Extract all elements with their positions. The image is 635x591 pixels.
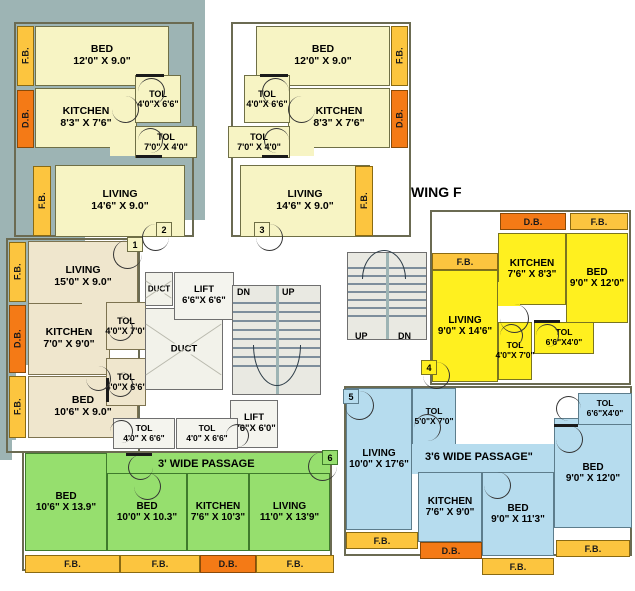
balcony-fb-left-middle-1: F.B. bbox=[9, 242, 26, 302]
stair-label-up-right: UP bbox=[355, 331, 368, 341]
balcony-fb-bottom-left-2: F.B. bbox=[120, 555, 200, 573]
door-arc bbox=[345, 391, 374, 420]
balcony-fb-top-left-2: F.B. bbox=[33, 166, 51, 236]
door-arc bbox=[142, 224, 169, 251]
door-arc bbox=[128, 455, 153, 480]
door-threshold bbox=[260, 74, 288, 77]
door-arc bbox=[138, 128, 163, 153]
door-threshold bbox=[534, 320, 560, 323]
stair-label-dn-left: DN bbox=[237, 287, 250, 297]
door-arc bbox=[110, 420, 133, 443]
balcony-fb-bottom-right-2: F.B. bbox=[482, 558, 554, 575]
balcony-fb-right-middle-1: F.B. bbox=[570, 213, 628, 230]
door-arc bbox=[86, 366, 111, 391]
door-arc bbox=[264, 128, 289, 153]
balcony-db-top-right: D.B. bbox=[391, 90, 408, 148]
right-middle-unit-frame bbox=[430, 210, 631, 385]
balcony-fb-top-right-2: F.B. bbox=[355, 166, 373, 236]
door-arc bbox=[138, 78, 165, 105]
balcony-fb-bottom-right-3: F.B. bbox=[556, 540, 630, 557]
duct-small: DUCT bbox=[145, 272, 173, 306]
door-arc bbox=[556, 396, 581, 421]
door-arc bbox=[414, 414, 441, 441]
door-arc bbox=[226, 424, 249, 447]
wing-label: WING F bbox=[411, 184, 462, 200]
door-arc bbox=[108, 372, 133, 397]
kitchen-notch-top-right bbox=[288, 130, 314, 156]
room-bed-right-middle: BED 9'0" X 12'0" bbox=[566, 233, 628, 323]
door-threshold bbox=[136, 155, 162, 158]
balcony-fb-bottom-left-3: F.B. bbox=[256, 555, 334, 573]
door-arc bbox=[288, 96, 315, 123]
kitchen-notch-right-middle bbox=[498, 282, 520, 306]
door-arc bbox=[536, 324, 559, 347]
door-arc bbox=[556, 426, 583, 453]
kitchen-notch-top-left bbox=[110, 130, 138, 156]
door-arc bbox=[308, 452, 337, 481]
balcony-db-bottom-left: D.B. bbox=[200, 555, 256, 573]
room-bed-a-bottom-left: BED 10'6" X 13.9" bbox=[25, 453, 107, 551]
door-arc bbox=[484, 472, 511, 499]
door-arc bbox=[134, 473, 161, 500]
door-threshold bbox=[136, 74, 164, 77]
passage-label-bottom-right: 3'6 WIDE PASSAGE" bbox=[425, 451, 533, 463]
core-toilet-2: TOL 4'0" X 6'6" bbox=[176, 418, 238, 449]
door-arc bbox=[113, 240, 142, 269]
room-kitchen-bottom-right: KITCHEN 7'6" X 9'0" bbox=[418, 472, 482, 542]
door-arc bbox=[112, 96, 139, 123]
balcony-fb-bottom-left-1: F.B. bbox=[25, 555, 120, 573]
door-arc bbox=[500, 324, 523, 347]
stair-label-up-left: UP bbox=[282, 287, 295, 297]
door-arc bbox=[108, 316, 133, 341]
balcony-fb-top-left-1: F.B. bbox=[17, 26, 34, 86]
balcony-db-top-left: D.B. bbox=[17, 90, 34, 148]
room-tol-b-right-middle: TOL 6'6"X4'0" bbox=[534, 322, 594, 354]
kitchen-notch-left-middle bbox=[82, 303, 110, 329]
room-tol-b-bottom-right: TOL 6'6"X4'0" bbox=[578, 393, 632, 425]
lift-upper: LIFT 6'6"X 6'6" bbox=[174, 272, 234, 320]
room-bed-a-bottom-right: BED 9'0" X 11'3" bbox=[482, 472, 554, 556]
balcony-fb-top-right-1: F.B. bbox=[391, 26, 408, 86]
balcony-db-right-middle: D.B. bbox=[500, 213, 566, 230]
balcony-fb-left-middle-2: F.B. bbox=[9, 376, 26, 438]
door-threshold bbox=[554, 424, 578, 427]
duct-large: DUCT bbox=[145, 308, 223, 390]
balcony-db-bottom-right: D.B. bbox=[420, 542, 482, 559]
door-threshold bbox=[262, 155, 288, 158]
balcony-fb-right-middle-2: F.B. bbox=[432, 253, 498, 270]
room-living-bottom-left: LIVING 11'0" X 13'9" bbox=[249, 473, 330, 551]
balcony-fb-bottom-right-1: F.B. bbox=[346, 532, 418, 549]
door-arc bbox=[256, 224, 283, 251]
passage-label-bottom-left: 3' WIDE PASSAGE bbox=[158, 458, 255, 470]
room-living-top-right: LIVING 14'6" X 9.0" bbox=[240, 165, 370, 237]
door-arc bbox=[262, 78, 289, 105]
room-kitchen-left-middle: KITCHEN 7'0" X 9'0" bbox=[28, 303, 110, 375]
room-kitchen-bottom-left: KITCHEN 7'6" X 10'3" bbox=[187, 473, 249, 551]
room-living-bottom-right: LIVING 10'0" X 17'6" bbox=[346, 388, 412, 530]
door-arc bbox=[423, 362, 450, 389]
balcony-db-left-middle: D.B. bbox=[9, 305, 26, 373]
room-living-right-middle: LIVING 9'0" X 14'6" bbox=[432, 270, 498, 382]
door-threshold bbox=[126, 453, 152, 456]
stair-label-dn-right: DN bbox=[398, 331, 411, 341]
door-threshold bbox=[106, 378, 109, 402]
